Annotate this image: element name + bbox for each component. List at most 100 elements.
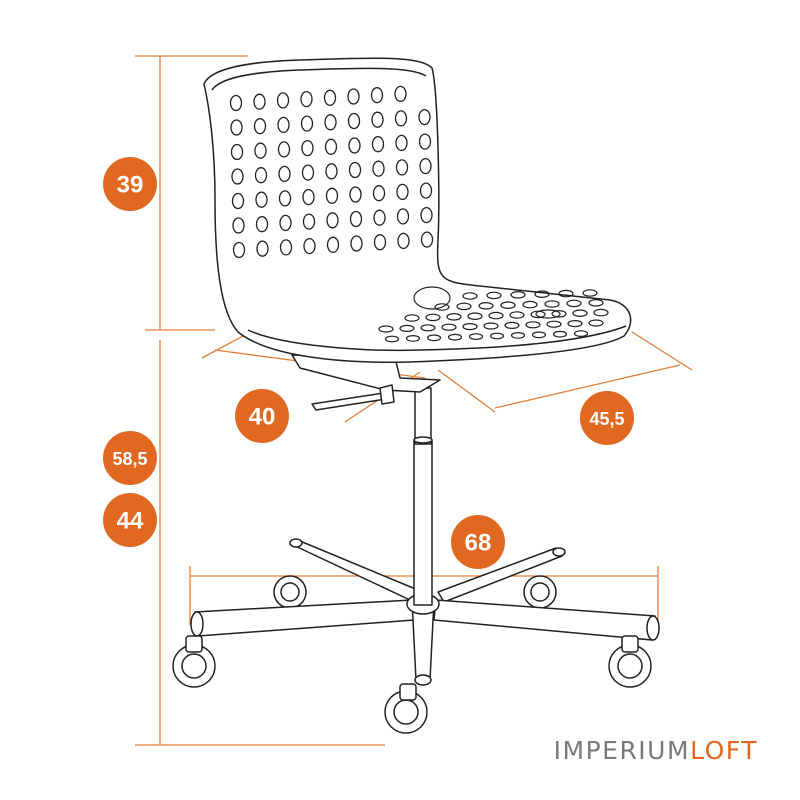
seat-pan-holes (378, 286, 609, 343)
seat-back-hole (323, 89, 337, 106)
seat-pan-hole (588, 319, 604, 327)
seat-emboss-oval (413, 286, 451, 310)
seat-back-hole (302, 213, 316, 230)
badge-seat-height-max: 58,5 (103, 431, 157, 485)
seat-back-hole (396, 208, 410, 225)
seat-pan-hole (534, 290, 550, 299)
seat-pan-hole (447, 333, 463, 341)
seat-pan-hole (483, 322, 499, 330)
seat-back-hole (255, 216, 269, 233)
seat-back-hole (300, 90, 313, 108)
seat-pan-hole (546, 320, 562, 328)
seat-back-hole (396, 183, 409, 201)
seat-back-hole (302, 188, 315, 206)
seat-pan-hole (462, 292, 478, 300)
seat-back-hole (324, 138, 338, 155)
seat-back-hole (253, 93, 266, 110)
badge-seat-depth-circle (235, 389, 289, 443)
badge-seat-height-max-value: 58,5 (112, 449, 147, 469)
chair-drawing (172, 57, 660, 734)
badge-base-diameter-value: 68 (465, 530, 492, 557)
seat-back-hole (326, 212, 339, 229)
seat-back-hole (232, 217, 245, 234)
seat-pan-hole (588, 298, 604, 307)
seat-back-hole (373, 209, 386, 226)
seat-back-hole (371, 111, 384, 128)
seat-back-hole (349, 186, 362, 203)
badge-seat-height-min-circle (103, 493, 157, 547)
seat-back-hole (279, 214, 292, 232)
badge-base-diameter-circle (451, 515, 505, 569)
seat-pan-hole (446, 312, 462, 321)
seat-back-hole (231, 192, 245, 210)
seat-back-hole (348, 161, 362, 179)
leg-back-left (292, 540, 419, 601)
seat-pan-hole (558, 289, 574, 298)
seat-pan-hole (378, 325, 394, 333)
seat-back-hole (372, 160, 385, 177)
height-lever (311, 391, 393, 411)
caster-rear-right (523, 575, 557, 609)
badge-seat-depth-value: 40 (249, 404, 276, 431)
seat-pan-hole (404, 314, 420, 322)
seat-back-hole (419, 182, 433, 199)
seat-back-hole (347, 88, 360, 105)
seat-back-hole (276, 92, 290, 109)
seat-back-hole (370, 87, 384, 104)
seat-pan-hole (384, 335, 400, 343)
seat-back-hole (303, 237, 316, 255)
seat-pan-hole (582, 289, 598, 297)
seat-back-hole (277, 116, 290, 134)
seat-back-hole (278, 165, 291, 183)
seat-pan-hole (478, 301, 494, 310)
badge-base-diameter: 68 (451, 515, 505, 569)
seat-width-tick-left (437, 369, 496, 413)
seat-front-edge (247, 325, 627, 352)
seat-pan-hole (525, 321, 541, 329)
seat-back-hole (301, 139, 314, 157)
gas-lift-upper (414, 387, 432, 445)
seat-back-hole (279, 239, 293, 256)
seat-pan-hole (425, 313, 441, 322)
seat-back-hole (300, 115, 314, 132)
seat-back-hole (394, 85, 407, 103)
caster-rear-left (273, 575, 307, 609)
seat-shell (203, 57, 632, 363)
seat-back-hole (301, 164, 315, 181)
seat-pan-hole (500, 301, 516, 310)
brand-logo: IMPERIUMLOFT (554, 736, 758, 765)
seat-back-hole (326, 236, 340, 253)
seat-pan-hole (593, 308, 609, 317)
seat-pan-hole (504, 321, 520, 329)
seat-back-hole (349, 210, 363, 228)
seat-pan-hole (572, 309, 588, 318)
seat-back-hole (325, 187, 339, 204)
seat-back-holes (229, 85, 434, 259)
badge-seat-width: 45,5 (580, 391, 634, 445)
gas-lift-lower (413, 439, 433, 606)
seat-pan-hole (544, 300, 560, 308)
seat-back-hole (348, 137, 361, 154)
badge-back-height-circle (103, 157, 157, 211)
seat-back-hole (229, 94, 243, 112)
badge-seat-height-max-circle (103, 431, 157, 485)
seat-pan-hole (456, 302, 472, 311)
seat-back-hole (395, 159, 409, 176)
seat-back-hole (371, 136, 385, 153)
seat-back-hole (254, 167, 268, 184)
seat-pan-hole (426, 334, 442, 342)
seat-pan-hole (522, 300, 538, 309)
seat-back-hole (420, 231, 434, 248)
seat-pan-hole (399, 324, 415, 332)
leg-front-left (194, 599, 415, 637)
seat-back-hole (395, 134, 408, 152)
front-casters (172, 635, 652, 734)
rear-casters (273, 575, 557, 609)
seat-pan-hole (552, 330, 568, 338)
seat-back-hole (397, 232, 410, 250)
seat-pan-hole (486, 291, 502, 300)
seat-emboss-oval (535, 309, 561, 319)
seat-back-hole (231, 168, 244, 185)
seat-pan-hole (489, 332, 505, 340)
